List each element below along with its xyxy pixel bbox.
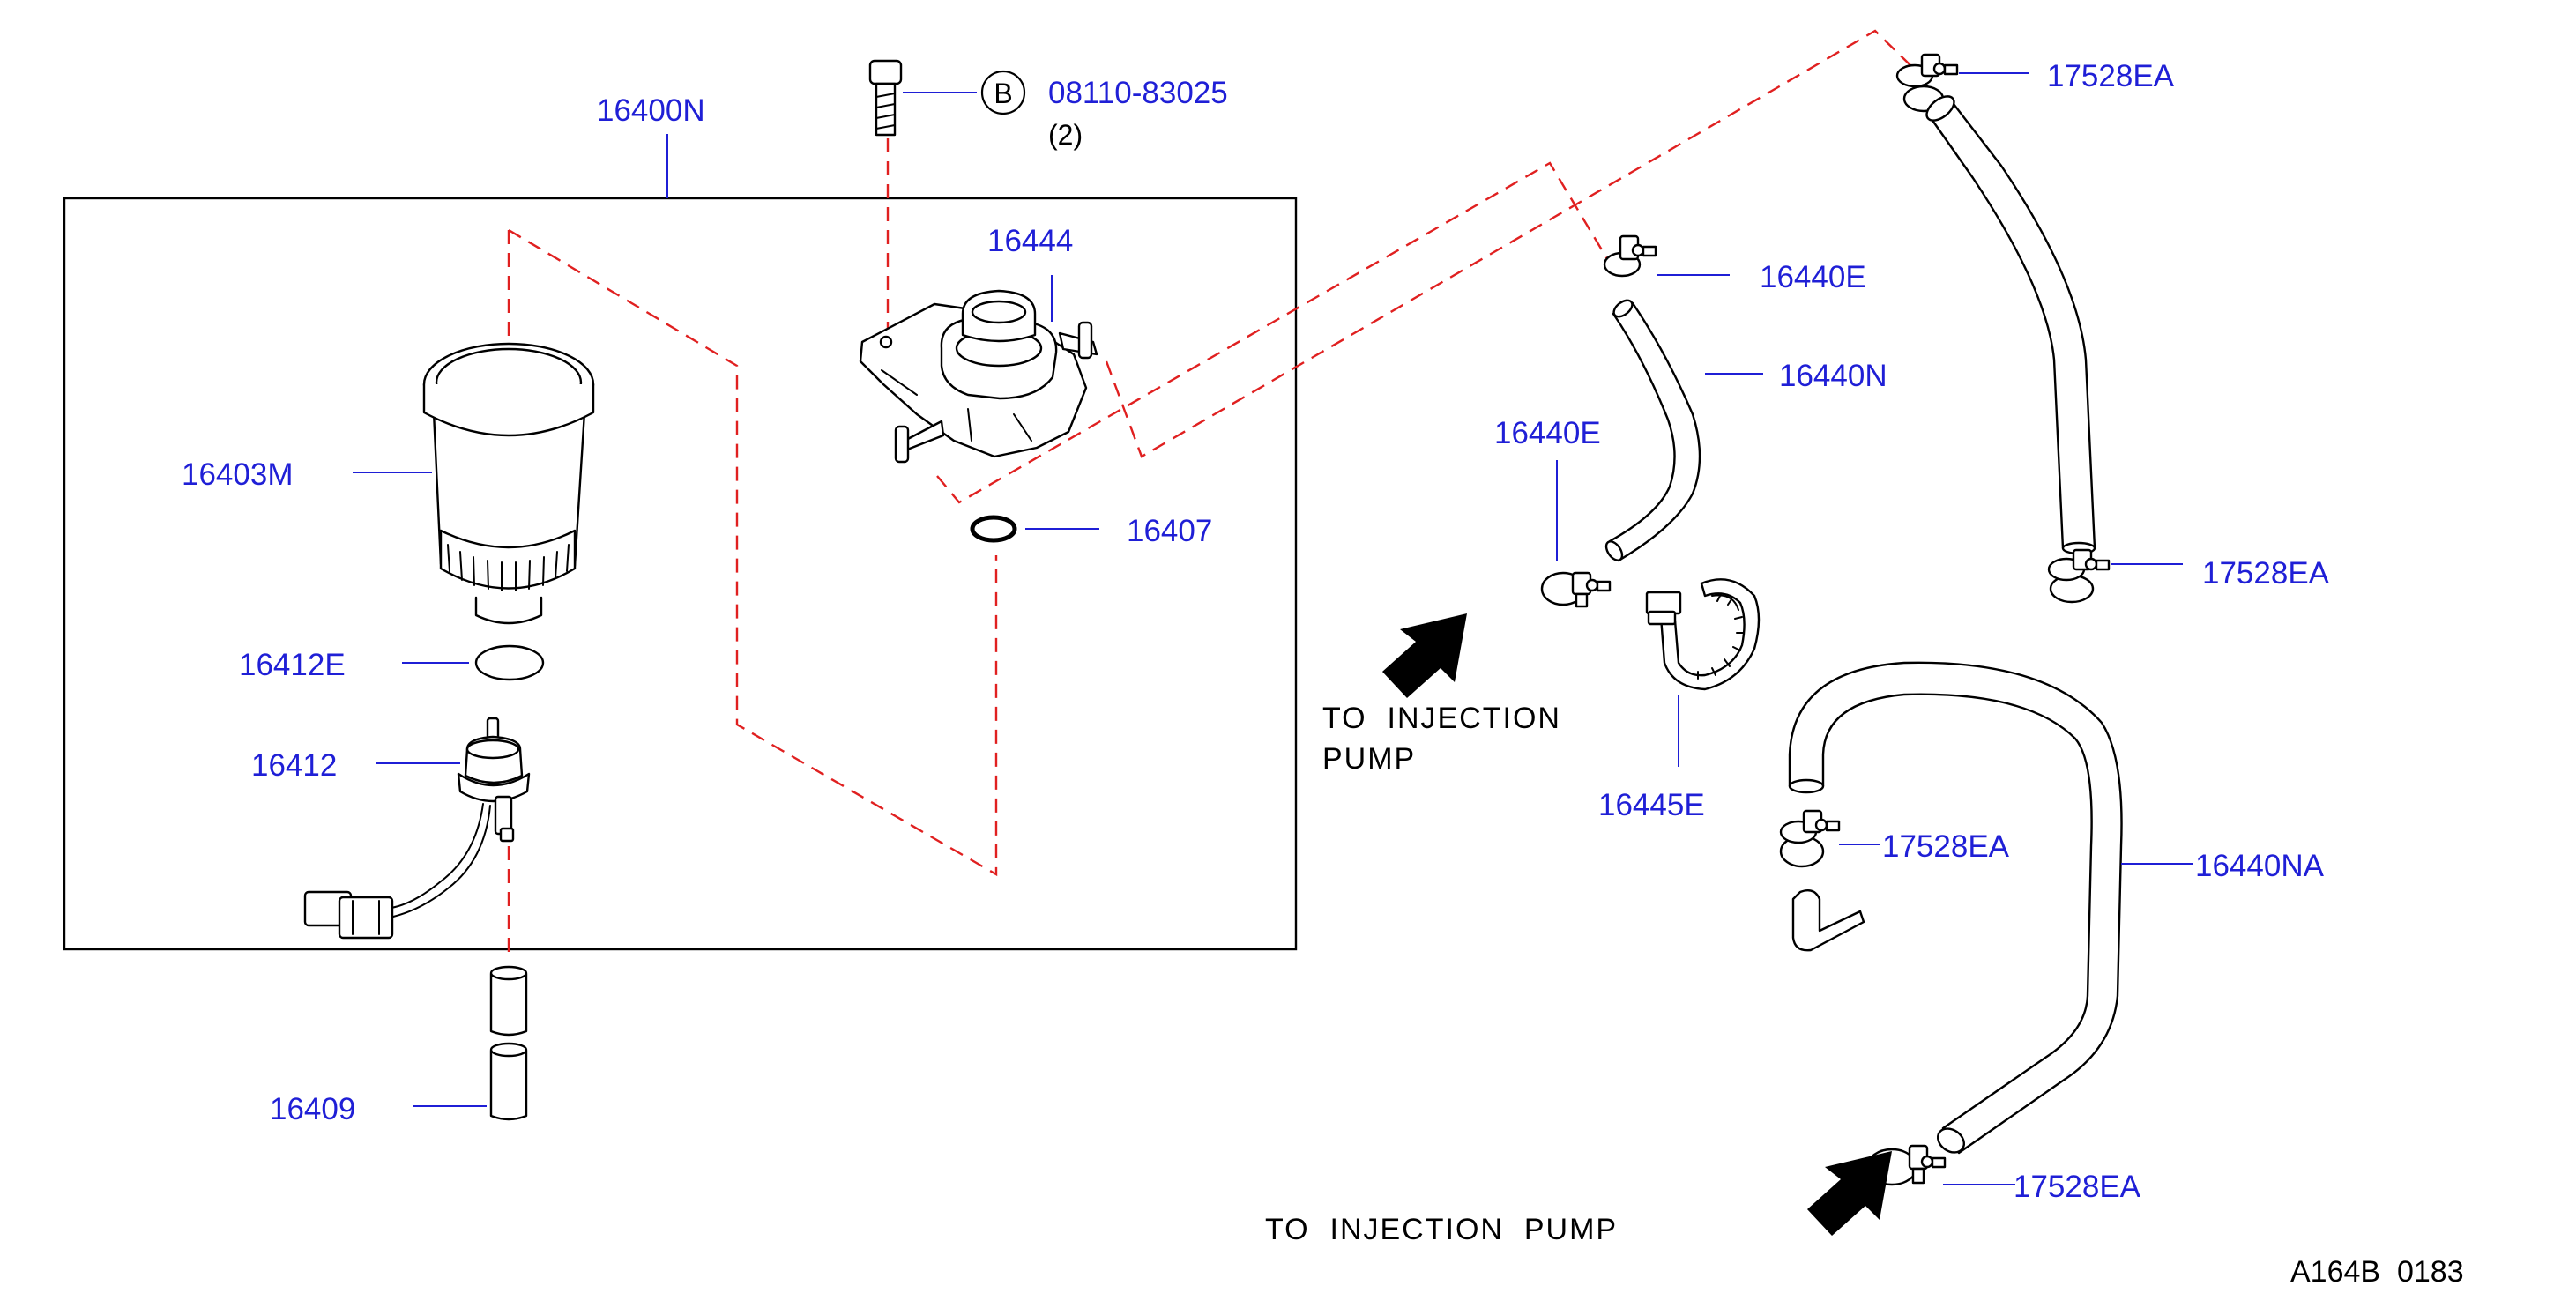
bolt-part-label[interactable]: 08110-83025 [1048,76,1228,110]
filter-head-label[interactable]: 16444 [987,224,1073,258]
badge-b-icon: B [980,70,1026,115]
injection-note-bottom: TO INJECTION PUMP [1265,1213,1618,1246]
clamp-bottom-label[interactable]: 16440E [1494,416,1601,450]
clamp-lower1-label[interactable]: 17528EA [1882,829,2010,864]
hose-icon[interactable] [1923,92,2096,555]
bolt-quantity: (2) [1048,119,1083,151]
injection-note-line1: TO INJECTION [1322,702,1561,735]
o-ring-label[interactable]: 16407 [1127,514,1212,548]
hose-clamp-icon[interactable] [1603,234,1657,278]
assembly-frame [63,197,1298,951]
seal-icon[interactable] [474,644,545,681]
hose-bent-label[interactable]: 16440N [1779,359,1887,393]
hose-icon[interactable] [1788,661,2123,1157]
assembly-guide-lines [507,29,1912,961]
o-ring-icon[interactable] [970,515,1017,543]
assembly-label[interactable]: 16400N [597,93,705,128]
filter-element-icon[interactable] [422,342,595,625]
hose-short-label[interactable]: 16409 [270,1092,355,1126]
arrow-icon [1807,1151,1892,1236]
hose-clamp-icon[interactable] [1779,809,1841,868]
bolt-badge-letter: B [994,78,1012,109]
clamp-ur2-label[interactable]: 17528EA [2202,556,2330,591]
bolt-icon[interactable] [868,59,903,137]
sensor-icon[interactable] [303,717,531,940]
injection-note-line2: PUMP [1322,742,1416,776]
clamp-lower2-label[interactable]: 17528EA [2014,1170,2141,1204]
fuel-filter-head-icon[interactable] [859,289,1098,464]
filter-element-label[interactable]: 16403M [182,457,293,492]
seal-label[interactable]: 16412E [239,648,346,682]
hose-icon[interactable] [1603,297,1701,563]
sensor-label[interactable]: 16412 [251,748,337,783]
clamp-ur1-label[interactable]: 17528EA [2047,59,2175,93]
band-clamp-icon[interactable] [1645,578,1761,691]
hose-clamp-icon[interactable] [2047,548,2111,604]
diagram-code: A164B 0183 [2290,1255,2464,1289]
band-clamp-label[interactable]: 16445E [1598,788,1705,822]
arrow-icon [1382,613,1467,698]
hose-short-icon[interactable] [489,965,528,1121]
hose-clamp-icon[interactable] [1540,571,1612,608]
clamp-top-label[interactable]: 16440E [1760,260,1866,294]
hose-long-label[interactable]: 16440NA [2195,849,2325,883]
